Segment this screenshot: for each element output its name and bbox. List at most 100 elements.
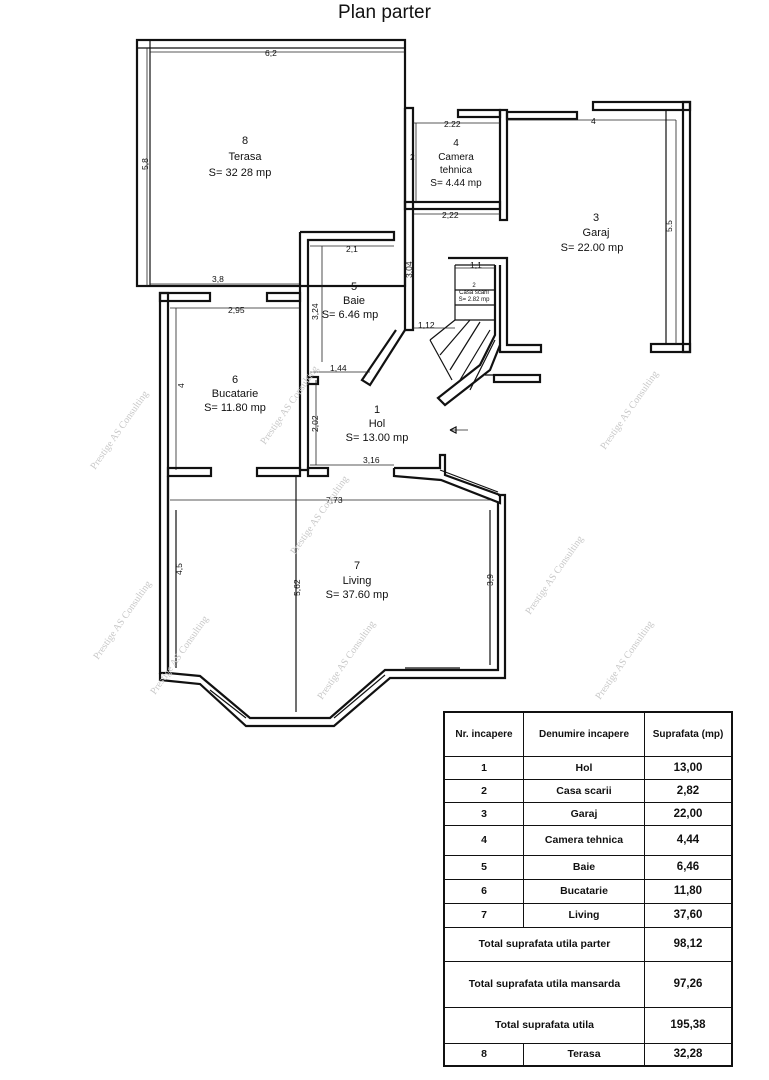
room-label-hol: 1 Hol S= 13.00 mp xyxy=(346,404,409,444)
table-cell-name: Baie xyxy=(523,854,645,880)
table-cell-area: 37,60 xyxy=(644,902,733,928)
table-cell-nr: 4 xyxy=(443,824,524,856)
total-parter-label: Total suprafata utila parter xyxy=(443,926,645,962)
plan-title: Plan parter xyxy=(338,2,431,23)
table-cell-name: Camera tehnica xyxy=(523,824,645,856)
table-row: 2 Casa scarii 2,82 xyxy=(443,778,733,803)
dim-stair-side: 1,12 xyxy=(418,320,435,330)
table-cell-area: 11,80 xyxy=(644,878,733,904)
watermark: Prestige AS Consulting xyxy=(523,534,586,617)
dim-garaj-width: 4 xyxy=(591,116,596,126)
svg-text:S= 37.60 mp: S= 37.60 mp xyxy=(326,589,389,601)
table-cell-area: 22,00 xyxy=(644,801,733,826)
room-area-table: Nr. incapere Denumire incapere Suprafata… xyxy=(443,711,733,1067)
total-parter-value: 98,12 xyxy=(644,926,733,962)
dim-living-left: 4,5 xyxy=(174,563,184,575)
table-row: 7 Living 37,60 xyxy=(443,902,733,928)
room-label-living: 7 Living S= 37.60 mp xyxy=(326,560,389,601)
total-mansarda-value: 97,26 xyxy=(644,960,733,1008)
svg-text:S= 11.80 mp: S= 11.80 mp xyxy=(204,402,266,414)
svg-text:4: 4 xyxy=(453,138,459,149)
table-header-name: Denumire incapere xyxy=(523,711,645,757)
table-total-row: Total suprafata utila 195,38 xyxy=(443,1006,733,1044)
dim-camera-top: 2.22 xyxy=(444,119,461,129)
table-header-row: Nr. incapere Denumire incapere Suprafata… xyxy=(443,711,733,757)
dim-bucatarie-width: 2,95 xyxy=(228,305,245,315)
table-cell-name: Garaj xyxy=(523,801,645,826)
svg-text:tehnica: tehnica xyxy=(440,165,473,176)
dim-terasa-width: 6,2 xyxy=(265,48,277,58)
camera-tehnica-walls xyxy=(403,106,509,332)
table-cell-area: 13,00 xyxy=(644,755,733,780)
svg-text:2: 2 xyxy=(472,283,476,289)
svg-text:1: 1 xyxy=(374,404,380,416)
dim-hol-vertical: 3,04 xyxy=(404,261,414,278)
table-cell-nr: 8 xyxy=(443,1042,524,1067)
svg-text:7: 7 xyxy=(354,560,360,572)
dim-bucatarie-height: 4 xyxy=(176,383,186,388)
dim-living-width: 7,73 xyxy=(326,495,343,505)
svg-text:Living: Living xyxy=(343,575,372,587)
garaj-walls xyxy=(505,100,692,354)
dim-hol-height: 2,02 xyxy=(310,415,320,432)
bucatarie-walls xyxy=(158,291,302,675)
dim-camera-bottom: 2,22 xyxy=(442,210,459,220)
dim-stair-top: 1,1 xyxy=(470,260,482,270)
table-row: 6 Bucatarie 11,80 xyxy=(443,878,733,904)
watermark: Prestige AS Consulting xyxy=(598,369,661,452)
total-mansarda-label: Total suprafata utila mansarda xyxy=(443,960,645,1008)
table-cell-nr: 1 xyxy=(443,755,524,780)
table-row: 8 Terasa 32,28 xyxy=(443,1042,733,1067)
watermark: Prestige AS Consulting xyxy=(593,619,656,702)
svg-text:Hol: Hol xyxy=(369,418,386,430)
terasa-outline xyxy=(135,38,407,288)
room-label-bucatarie: 6 Bucatarie S= 11.80 mp xyxy=(204,374,266,414)
table-cell-nr: 2 xyxy=(443,778,524,803)
table-row: 5 Baie 6,46 xyxy=(443,854,733,880)
table-cell-name: Hol xyxy=(523,755,645,780)
room-label-casa-scarii: 2 Casa scarii S= 2.82 mp xyxy=(459,283,491,303)
svg-text:8: 8 xyxy=(242,135,248,147)
total-utila-label: Total suprafata utila xyxy=(443,1006,645,1044)
table-row: 1 Hol 13,00 xyxy=(443,755,733,780)
table-total-row: Total suprafata utila mansarda 97,26 xyxy=(443,960,733,1008)
total-utila-value: 195,38 xyxy=(644,1006,733,1044)
table-cell-nr: 6 xyxy=(443,878,524,904)
table-cell-name: Bucatarie xyxy=(523,878,645,904)
svg-text:Terasa: Terasa xyxy=(228,151,262,163)
dim-garaj-height: 5.5 xyxy=(664,220,674,232)
dim-baie-small: 1,44 xyxy=(330,363,347,373)
watermark: Prestige AS Consulting xyxy=(288,474,351,557)
room-label-baie: 5 Baie S= 6.46 mp xyxy=(322,281,379,321)
room-label-terasa: 8 Terasa S= 32 28 mp xyxy=(209,135,272,179)
dim-terasa-height: 5,8 xyxy=(140,158,150,170)
table-cell-area: 4,44 xyxy=(644,824,733,856)
table-total-row: Total suprafata utila parter 98,12 xyxy=(443,926,733,962)
room-label-garaj: 3 Garaj S= 22.00 mp xyxy=(561,212,624,254)
svg-text:3: 3 xyxy=(593,212,599,224)
watermark: Prestige AS Consulting xyxy=(91,579,154,662)
dim-terasa-bottom: 3,8 xyxy=(212,274,224,284)
room-label-camera-tehnica: 4 Camera tehnica S= 4.44 mp xyxy=(430,138,482,189)
svg-text:Baie: Baie xyxy=(343,295,365,307)
dim-camera-height: 2 xyxy=(410,152,415,162)
table-cell-name: Terasa xyxy=(523,1042,645,1067)
table-cell-nr: 5 xyxy=(443,854,524,880)
table-cell-area: 6,46 xyxy=(644,854,733,880)
table-row: 3 Garaj 22,00 xyxy=(443,801,733,826)
table-cell-nr: 3 xyxy=(443,801,524,826)
svg-text:S= 22.00 mp: S= 22.00 mp xyxy=(561,242,624,254)
table-header-nr: Nr. incapere xyxy=(443,711,524,757)
table-cell-nr: 7 xyxy=(443,902,524,928)
svg-text:S= 6.46 mp: S= 6.46 mp xyxy=(322,309,379,321)
svg-text:5: 5 xyxy=(351,281,357,293)
svg-text:Camera: Camera xyxy=(438,152,474,163)
svg-text:S= 13.00 mp: S= 13.00 mp xyxy=(346,432,409,444)
dim-baie-width: 2,1 xyxy=(346,244,358,254)
watermark: Prestige AS Consulting xyxy=(258,364,321,447)
dim-living-mid: 5,62 xyxy=(292,579,302,596)
svg-text:S= 2.82 mp: S= 2.82 mp xyxy=(459,297,491,303)
table-header-area: Suprafata (mp) xyxy=(644,711,733,757)
svg-text:Garaj: Garaj xyxy=(583,227,610,239)
